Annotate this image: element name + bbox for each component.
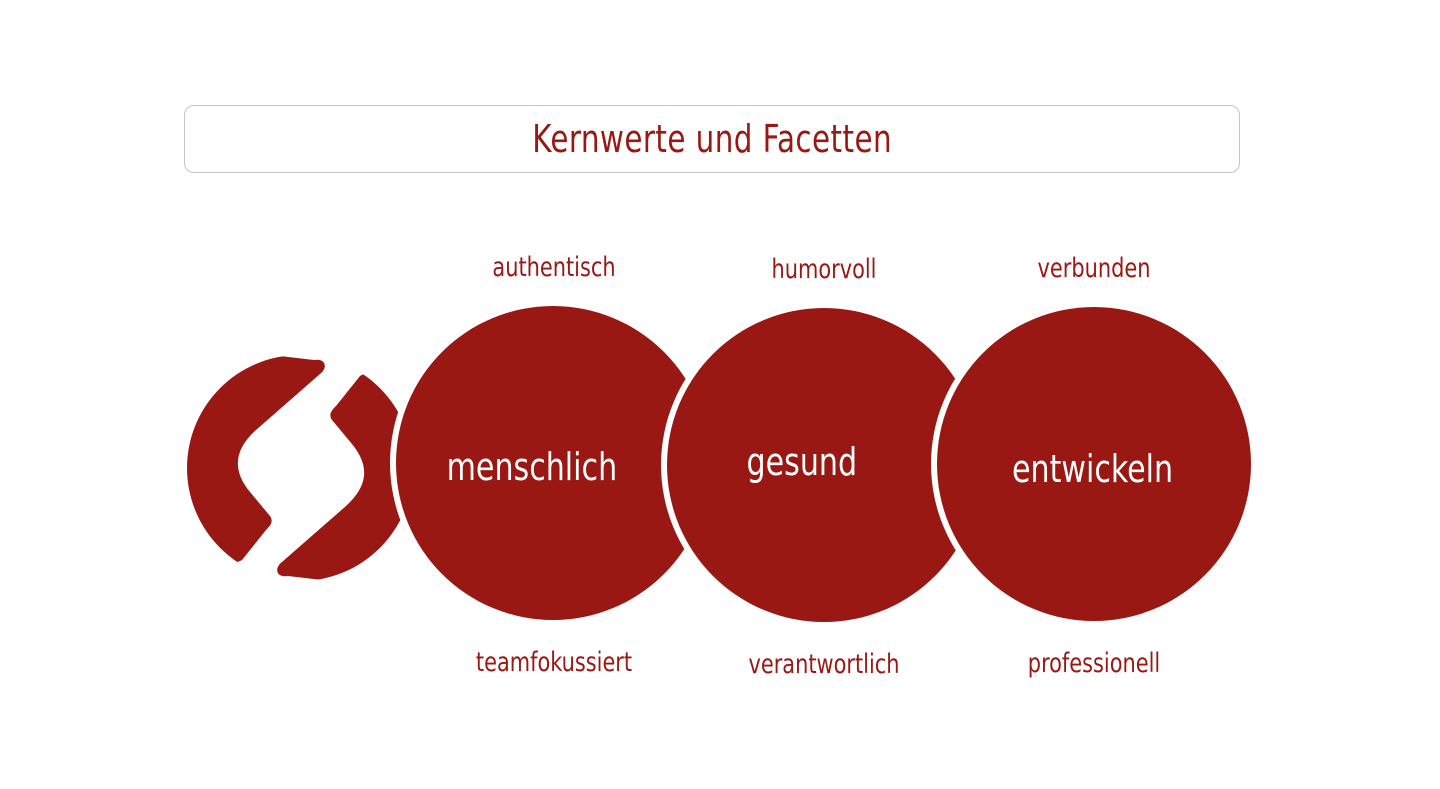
title-box: Kernwerte und Facetten: [184, 105, 1240, 173]
facet-bottom-1: teamfokussiert: [475, 647, 633, 678]
value-label: menschlich: [446, 445, 618, 489]
value-circle-gesund: gesund: [667, 308, 981, 622]
value-label: entwickeln: [1012, 447, 1174, 491]
page-title: Kernwerte und Facetten: [532, 117, 892, 161]
facet-top-2: humorvoll: [771, 254, 877, 285]
brand-logo-icon: [187, 355, 413, 581]
value-circle-menschlich: menschlich: [396, 306, 710, 620]
facet-top-3: verbunden: [1037, 253, 1151, 284]
facet-bottom-3: professionell: [1027, 648, 1161, 679]
facet-top-1: authentisch: [492, 252, 616, 283]
facet-bottom-2: verantwortlich: [748, 649, 900, 680]
value-label: gesund: [746, 440, 858, 484]
value-circle-entwickeln: entwickeln: [937, 307, 1251, 621]
